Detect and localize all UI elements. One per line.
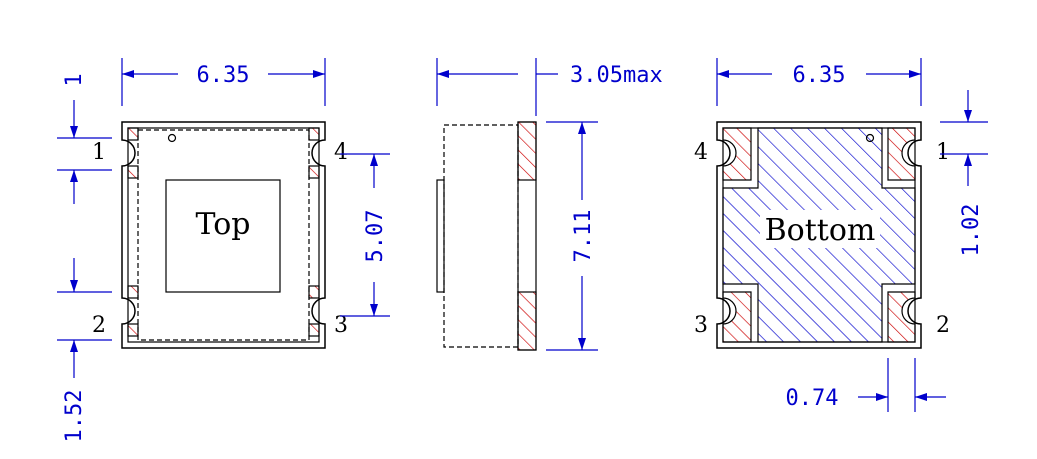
dim-body-length: 7.11 bbox=[546, 121, 598, 351]
pin-label-bottom-1: 1 bbox=[936, 140, 950, 165]
side-body-dashed bbox=[443, 124, 519, 348]
dim-side-thickness-label: 3.05max bbox=[570, 63, 663, 88]
side-window-profile bbox=[436, 179, 445, 293]
pin-label-bottom-4: 4 bbox=[694, 140, 708, 165]
top-pad-1-upper bbox=[127, 127, 139, 141]
dim-pad-gap-label: 1.52 bbox=[62, 390, 87, 443]
bottom-pad-3 bbox=[722, 291, 752, 343]
bottom-view: Bottom 4 3 1 2 bbox=[694, 121, 950, 349]
top-inner-border bbox=[127, 127, 320, 343]
top-dashed-lid bbox=[137, 129, 310, 341]
bottom-pad-2 bbox=[887, 291, 916, 343]
dim-pin-pitch-label: 5.07 bbox=[363, 210, 388, 263]
bottom-pin1-marker-icon bbox=[865, 133, 875, 143]
top-pad-4-lower bbox=[308, 165, 320, 179]
dim-bottom-pad-width-label: 0.74 bbox=[786, 386, 839, 411]
top-pad-3-upper bbox=[308, 285, 320, 299]
pin-label-top-3: 3 bbox=[334, 313, 348, 338]
dim-bottom-width-label: 6.35 bbox=[793, 63, 846, 88]
dim-bottom-pad-height-label: 1.02 bbox=[959, 204, 984, 257]
pin1-marker-icon bbox=[167, 133, 177, 143]
pin-label-bottom-3: 3 bbox=[694, 313, 708, 338]
dim-top-width: 6.35 bbox=[121, 58, 326, 106]
top-pad-2-lower bbox=[127, 323, 139, 337]
pin-label-top-2: 2 bbox=[92, 313, 106, 338]
top-pad-4-upper bbox=[308, 127, 320, 141]
bottom-label-backdrop bbox=[760, 210, 880, 248]
top-pad-2-upper bbox=[127, 285, 139, 299]
dim-pad-gap: 1.52 bbox=[57, 258, 112, 442]
top-pad-1-lower bbox=[127, 165, 139, 179]
bottom-view-outline bbox=[716, 121, 922, 349]
dim-bottom-pad-height: 1.02 bbox=[940, 90, 988, 256]
bottom-view-label: Bottom bbox=[765, 213, 876, 248]
top-view-label: Top bbox=[196, 207, 251, 242]
pin-label-bottom-2: 2 bbox=[936, 313, 950, 338]
side-pad-upper bbox=[517, 121, 537, 181]
top-die-window bbox=[165, 179, 281, 293]
top-view-outline bbox=[121, 121, 326, 349]
bottom-pad-4 bbox=[722, 127, 752, 181]
dim-body-length-label: 7.11 bbox=[571, 210, 596, 263]
pin-label-top-4: 4 bbox=[334, 140, 348, 165]
dim-pin-pitch: 5.07 bbox=[340, 153, 390, 317]
dim-bottom-width: 6.35 bbox=[716, 58, 922, 106]
pin-label-top-1: 1 bbox=[92, 140, 106, 165]
dim-pad-height-label: 1 bbox=[62, 73, 87, 86]
side-pad-lower bbox=[517, 291, 537, 351]
side-view bbox=[436, 121, 537, 351]
dim-pad-height: 1 bbox=[57, 73, 112, 204]
bottom-pad-1 bbox=[887, 127, 916, 181]
dim-side-thickness: 3.05max bbox=[436, 58, 663, 116]
top-pad-3-lower bbox=[308, 323, 320, 337]
dim-bottom-pad-width: 0.74 bbox=[786, 358, 946, 412]
dim-top-width-label: 6.35 bbox=[197, 63, 250, 88]
top-view: Top 1 2 4 3 bbox=[92, 121, 348, 349]
